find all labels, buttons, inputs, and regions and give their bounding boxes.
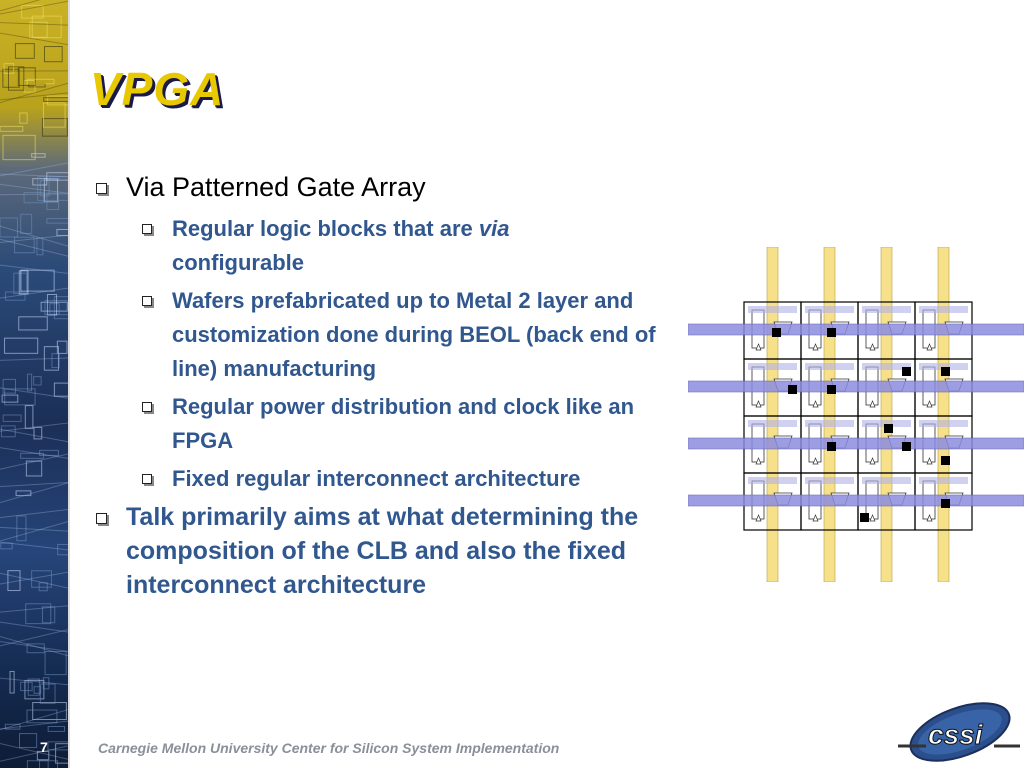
bullet-text: Wafers prefabricated up to Metal 2 layer… [172,288,656,381]
bullet-text: Regular power distribution and clock lik… [172,394,635,453]
bullet-level2: Regular logic blocks that are via config… [90,212,592,280]
emphasis-text: via [478,216,510,241]
bullet-text: Talk primarily aims at what determining … [126,503,639,599]
via [902,367,911,376]
via [827,328,836,337]
via [884,424,893,433]
bullet-text: Via Patterned Gate Array [126,172,426,202]
cell-buffer [926,343,933,351]
cell-buffer [812,343,819,351]
strip-divider [68,0,70,768]
vpga-array-diagram [688,247,1024,582]
cell-power-rail [919,420,968,427]
bullet-level2: Regular power distribution and clock lik… [90,390,672,458]
cell-power-rail [748,363,797,370]
via [941,499,950,508]
vertical-wire [823,247,836,582]
bullet-box-icon [142,296,152,306]
chip-die-image [0,0,68,768]
page-number: 7 [40,739,48,755]
bullet-level2: Fixed regular interconnect architecture [90,462,672,496]
cell-power-rail [805,477,854,484]
cell-power-rail [748,477,797,484]
via [941,367,950,376]
via [827,385,836,394]
horizontal-wire [688,494,1024,507]
horizontal-wire [688,380,1024,393]
cell-power-rail [805,420,854,427]
cell-buffer [755,343,762,351]
bullet-level2: Wafers prefabricated up to Metal 2 layer… [90,284,672,386]
cell-power-rail [919,477,968,484]
logo-text: cssi [928,719,984,750]
vertical-wire [880,247,893,582]
cell-buffer [755,400,762,408]
cell-buffer [926,514,933,522]
cell-buffer [869,343,876,351]
via [941,456,950,465]
cell-power-rail [805,363,854,370]
via [788,385,797,394]
bullet-list: Via Patterned Gate Array Regular logic b… [90,170,670,610]
cell-buffer [869,514,876,522]
cell-buffer [869,457,876,465]
bullet-box-icon [96,513,107,524]
bullet-box-icon [142,474,152,484]
vertical-wire [766,247,779,582]
horizontal-wire [688,437,1024,450]
cell-buffer [869,400,876,408]
bullet-box-icon [142,224,152,234]
bullet-box-icon [142,402,152,412]
horizontal-wire [688,323,1024,336]
cssi-logo: cssi [898,702,1020,762]
cell-buffer [926,400,933,408]
vertical-wire [937,247,950,582]
via [827,442,836,451]
cell-power-rail [748,420,797,427]
bullet-level1: Talk primarily aims at what determining … [90,500,686,602]
cell-buffer [755,514,762,522]
cell-power-rail [919,306,968,313]
cell-power-rail [919,363,968,370]
cell-power-rail [862,363,911,370]
bullet-text: Regular logic blocks that are via config… [172,216,510,275]
bullet-level1: Via Patterned Gate Array [90,170,670,204]
via [902,442,911,451]
cell-buffer [812,400,819,408]
cell-power-rail [805,306,854,313]
bullet-box-icon [96,183,107,194]
cell-buffer [812,514,819,522]
via [860,513,869,522]
cell-buffer [755,457,762,465]
slide-title: VPGA [90,63,225,115]
cell-buffer [812,457,819,465]
via [772,328,781,337]
cell-power-rail [862,477,911,484]
cell-buffer [926,457,933,465]
footer-organization: Carnegie Mellon University Center for Si… [98,740,560,756]
cell-power-rail [748,306,797,313]
cell-power-rail [862,420,911,427]
cell-power-rail [862,306,911,313]
bullet-text: Fixed regular interconnect architecture [172,466,581,491]
